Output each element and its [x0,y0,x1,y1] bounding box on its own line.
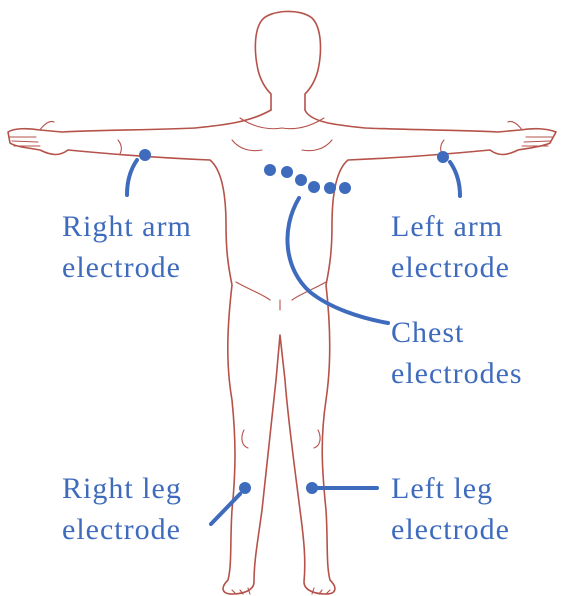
human-body-figure [8,11,556,594]
left-arm-label-line-1: Left arm [391,210,503,243]
right-arm-leader-line [127,160,137,195]
right-arm-label-line-1: Right arm [62,210,192,243]
chest-label-line-2: electrodes [391,357,523,390]
arm-creases [118,140,444,154]
chest-electrode-dot [264,164,276,176]
knee-details [242,430,320,448]
chest-electrode-dot [281,166,293,178]
left-arm-electrode [437,151,460,196]
left-leg-electrode [306,482,377,494]
chest-leader-line [287,198,388,323]
left-arm-label: Left arm electrode [391,210,512,284]
right-leg-leader-line [211,494,240,524]
right-leg-label: Right leg electrode [62,472,190,546]
chest-label: Chest electrodes [391,316,523,390]
collarbone-lines [232,118,332,151]
chest-electrode-dot [339,182,351,194]
chest-electrode-dot [308,181,320,193]
left-leg-label: Left leg electrode [391,472,510,546]
left-arm-electrode-dot [437,151,449,163]
right-leg-label-line-1: Right leg [62,472,182,505]
right-arm-label: Right arm electrode [62,210,200,284]
head-outline [255,11,320,110]
right-leg-label-line-2: electrode [62,513,181,546]
chest-electrodes [264,164,351,194]
chest-label-line-1: Chest [391,316,464,349]
right-arm-label-line-2: electrode [62,251,181,284]
left-hand-fingers [508,121,552,146]
left-leg-label-line-2: electrode [391,513,510,546]
chest-electrode-dot [324,182,336,194]
chest-electrode-dot [295,174,307,186]
right-arm-electrode-dot [139,149,151,161]
left-leg-label-line-1: Left leg [391,472,493,505]
right-hand-fingers [10,121,54,146]
left-arm-leader-line [450,162,460,196]
left-arm-label-line-2: electrode [391,251,510,284]
